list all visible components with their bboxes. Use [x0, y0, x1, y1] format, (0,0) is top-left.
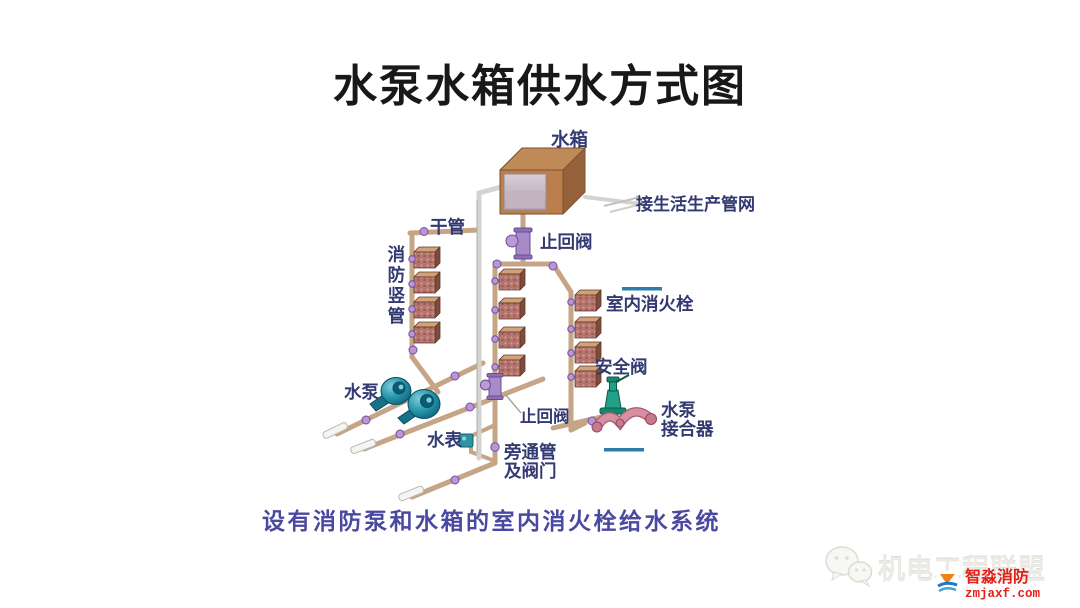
water-meter-illustration	[458, 433, 474, 448]
label-bypass-line2: 及阀门	[504, 460, 557, 481]
label-check-valve-bottom: 止回阀	[520, 408, 570, 426]
hydrant-underline	[622, 287, 662, 291]
network-break-marks	[603, 195, 651, 213]
label-pump-coupler-line1: 水泵	[661, 400, 696, 420]
label-pump-coupler-line2: 接合器	[661, 418, 714, 439]
label-fire-riser: 消防竖管	[385, 245, 406, 327]
brand-logo-icon	[934, 570, 961, 597]
label-check-valve-top: 止回阀	[540, 232, 593, 252]
hydrant-cabinets	[413, 246, 602, 388]
label-pump: 水泵	[344, 382, 379, 402]
label-main-pipe: 干管	[430, 217, 465, 237]
check-valve-top-illustration	[505, 227, 533, 260]
pump-illustrations	[369, 377, 441, 425]
check-valve-leader-line	[504, 393, 522, 414]
page-title: 水泵水箱供水方式图	[333, 62, 747, 111]
bypass-loop-pipe	[469, 423, 497, 463]
water-tank-illustration	[499, 147, 586, 215]
label-bypass: 旁通管 及阀门	[504, 443, 557, 481]
label-bypass-line1: 旁通管	[504, 442, 557, 462]
label-safety-valve: 安全阀	[595, 357, 648, 377]
pipes-silver	[476, 184, 644, 461]
watermark-area: 机电工程联盟 智淼消防 zmjaxf.com	[822, 540, 1062, 606]
alliance-watermark: 机电工程联盟	[878, 555, 1046, 585]
safety-valve-illustration	[599, 374, 630, 415]
label-indoor-hydrant: 室内消火栓	[606, 294, 694, 314]
brand-site: zmjaxf.com	[965, 586, 1041, 601]
brand-watermark: 智淼消防 zmjaxf.com	[934, 569, 1041, 601]
pump-coupler-illustration	[591, 407, 657, 433]
label-water-tank: 水箱	[551, 129, 589, 150]
wechat-icon	[825, 546, 873, 588]
check-valve-bottom-illustration	[480, 373, 504, 400]
label-pump-coupler: 水泵 接合器	[661, 401, 714, 439]
diagram-caption: 设有消防泵和水箱的室内消火栓给水系统	[262, 508, 721, 534]
label-water-meter: 水表	[427, 430, 462, 450]
label-domestic-network: 接生活生产管网	[636, 195, 755, 214]
coupler-underline	[604, 448, 644, 452]
brand-name: 智淼消防	[965, 569, 1030, 586]
pipes-tan	[334, 209, 604, 500]
pipe-end-fittings	[322, 422, 425, 502]
